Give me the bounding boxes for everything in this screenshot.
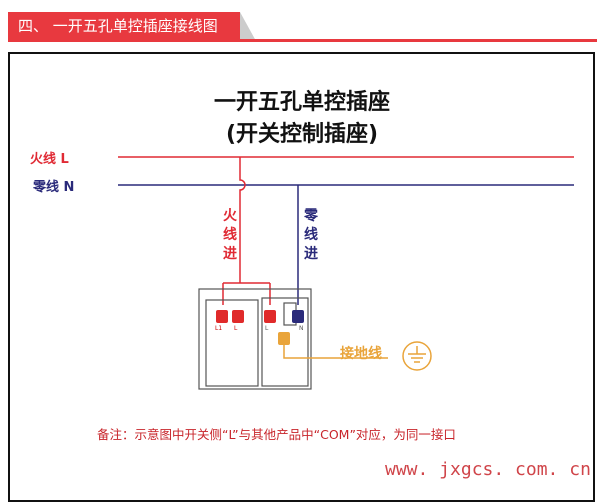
earth-icon — [402, 341, 432, 371]
neutral-wire-label: 零线 N — [33, 180, 75, 195]
terminal-label: L — [234, 325, 238, 332]
wiring-diagram — [118, 156, 574, 390]
ground-wire — [283, 345, 388, 359]
terminal-l-switch — [232, 310, 244, 323]
terminal-l-socket — [264, 310, 276, 323]
live-in-label: 火线进 — [223, 208, 237, 262]
terminal-label: N — [299, 325, 304, 332]
header-divider — [8, 39, 597, 42]
terminal-ground — [278, 332, 290, 345]
terminal-l1 — [216, 310, 228, 323]
diagram-note: 备注：示意图中开关侧“L”与其他产品中“COM”对应，为同一接口 — [97, 427, 456, 442]
diagram-title: 一开五孔单控插座 — [213, 90, 390, 115]
terminal-n — [292, 310, 304, 323]
ground-label: 接地线 — [340, 346, 382, 362]
neutral-in-label: 零线进 — [304, 208, 318, 262]
live-wire-label: 火线 L — [30, 152, 69, 167]
diagram-subtitle: (开关控制插座) — [225, 122, 379, 147]
watermark: www. jxgcs. com. cn — [385, 459, 591, 480]
live-in-wire — [222, 157, 271, 305]
terminal-label: L — [265, 325, 269, 332]
section-header-tab: 四、 一开五孔单控插座接线图 — [8, 12, 240, 41]
socket-outline — [198, 288, 312, 390]
tab-shadow — [240, 12, 256, 41]
terminals — [216, 310, 304, 345]
terminal-label: L1 — [215, 325, 223, 332]
